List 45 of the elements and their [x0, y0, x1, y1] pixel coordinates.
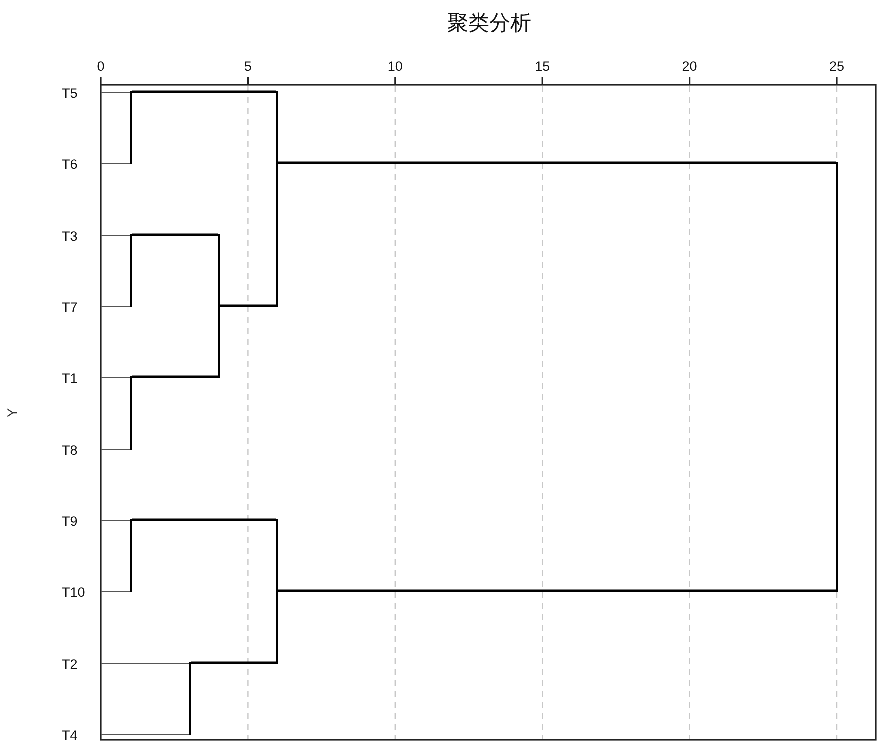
merge-line: [276, 519, 278, 664]
chart-title: 聚类分析: [448, 10, 532, 35]
leaf-label: T9: [62, 514, 78, 529]
leaf-label: T2: [62, 657, 78, 672]
leaf-label: T1: [62, 371, 78, 386]
merge-line: [189, 662, 191, 735]
connector-line: [100, 163, 130, 164]
connector-line: [100, 520, 130, 521]
connector-line: [100, 734, 190, 735]
merge-line: [130, 519, 132, 592]
tick-label: 5: [244, 58, 252, 74]
leaf-label: T4: [62, 728, 78, 743]
connector-line: [100, 449, 130, 450]
tick-label: 25: [829, 58, 845, 74]
leaf-label: T3: [62, 229, 78, 244]
tick-label: 15: [535, 58, 550, 74]
connector-line: [278, 162, 836, 164]
merge-line: [218, 234, 220, 378]
connector-line: [100, 92, 130, 93]
connector-line: [132, 376, 218, 378]
connector-line: [100, 591, 130, 592]
merge-line: [130, 91, 132, 164]
merge-line: [836, 162, 838, 592]
leaf-label: T7: [62, 300, 78, 315]
connector-line: [191, 662, 276, 664]
connector-line: [100, 377, 130, 378]
connector-line: [100, 235, 130, 236]
tick-label: 10: [388, 58, 403, 74]
merge-line: [276, 91, 278, 307]
connector-line: [132, 518, 276, 522]
connector-line: [278, 590, 836, 592]
merge-line: [130, 234, 132, 307]
connector-line: [100, 306, 130, 307]
connector-line: [132, 90, 276, 94]
merge-line: [130, 376, 132, 450]
leaf-label: T8: [62, 443, 78, 458]
connector-line: [132, 234, 218, 236]
axis-title: Y: [5, 408, 21, 418]
connector-line: [220, 304, 276, 308]
leaf-label: T5: [62, 86, 78, 101]
tick-label: 20: [682, 58, 698, 74]
tick-label: 0: [97, 58, 105, 74]
connector-line: [100, 663, 190, 664]
leaf-label: T10: [62, 585, 86, 600]
leaf-label: T6: [62, 157, 78, 172]
